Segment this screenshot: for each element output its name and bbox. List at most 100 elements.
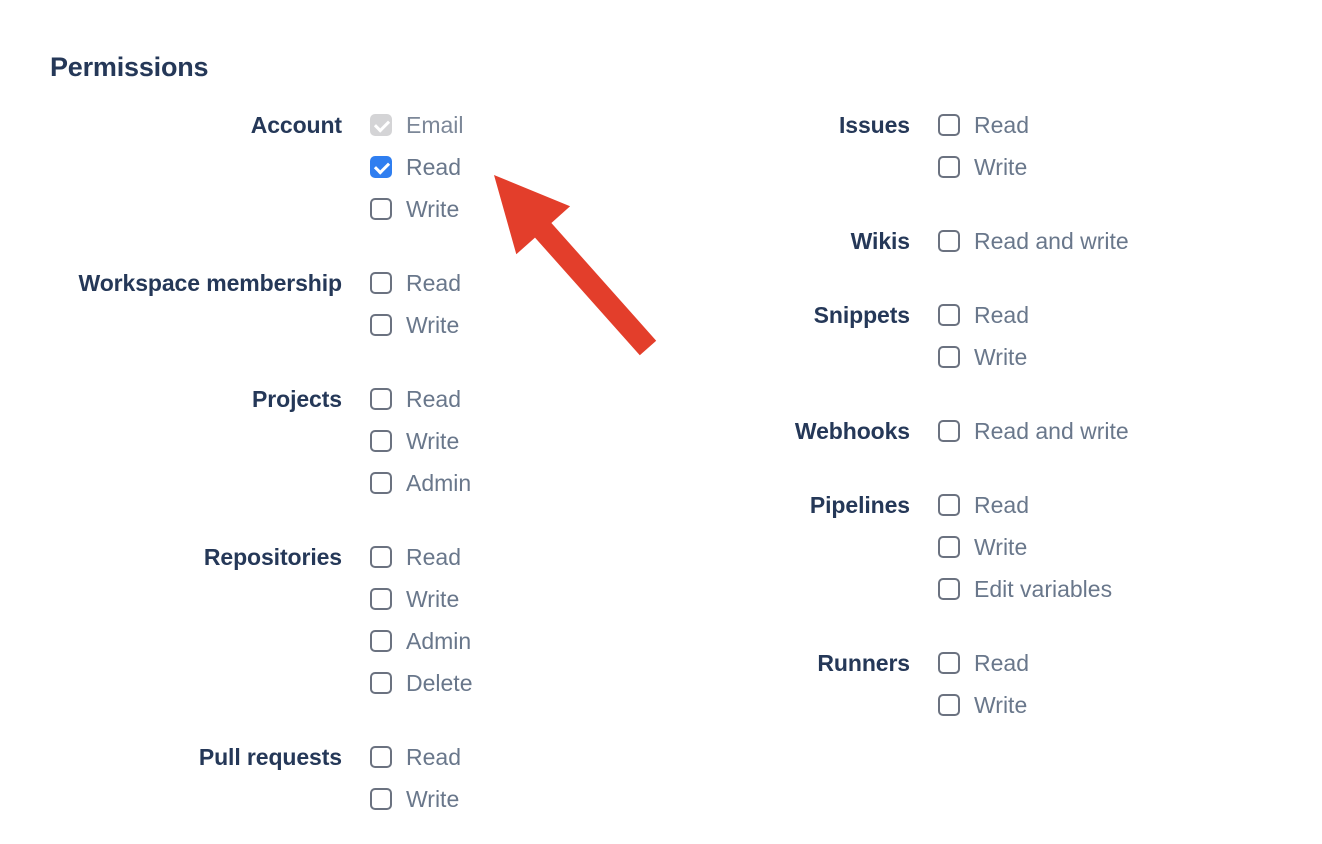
permission-group-label: Snippets [813, 302, 910, 328]
checkbox-runners-read[interactable] [938, 652, 960, 674]
checkbox-webhooks-read-and-write[interactable] [938, 420, 960, 442]
permission-option-label[interactable]: Write [406, 196, 460, 222]
permission-option-label[interactable]: Edit variables [974, 576, 1113, 602]
permission-option-row: Write [370, 188, 660, 230]
checkbox-account-read[interactable] [370, 156, 392, 178]
permission-option-label[interactable]: Read [406, 544, 461, 570]
permission-option-label[interactable]: Read [406, 744, 461, 770]
permission-option-row: Read [938, 294, 1320, 336]
permission-option-label[interactable]: Write [974, 154, 1028, 180]
checkbox-projects-admin[interactable] [370, 472, 392, 494]
checkbox-account-write[interactable] [370, 198, 392, 220]
permission-option-label[interactable]: Read [974, 650, 1029, 676]
permission-option-label[interactable]: Admin [406, 470, 472, 496]
permission-option-label[interactable]: Read [406, 270, 461, 296]
permission-option-label[interactable]: Write [974, 692, 1028, 718]
permission-option-label[interactable]: Read and write [974, 418, 1129, 444]
permission-option-label[interactable]: Read [406, 154, 461, 180]
permission-option-label[interactable]: Write [406, 312, 460, 338]
permission-group-label: Pipelines [809, 492, 910, 518]
checkbox-pull-requests-read[interactable] [370, 746, 392, 768]
permission-option-label[interactable]: Read [974, 302, 1029, 328]
checkbox-repositories-write[interactable] [370, 588, 392, 610]
permission-option-label[interactable]: Read [974, 112, 1029, 138]
checkbox-pipelines-read[interactable] [938, 494, 960, 516]
permission-option-row: Admin [370, 620, 660, 662]
checkbox-workspace-membership-read[interactable] [370, 272, 392, 294]
checkbox-repositories-delete[interactable] [370, 672, 392, 694]
checkbox-repositories-admin[interactable] [370, 630, 392, 652]
checkbox-wikis-read-and-write[interactable] [938, 230, 960, 252]
permission-options: Read and write [938, 410, 1320, 452]
checkbox-issues-write[interactable] [938, 156, 960, 178]
checkbox-account-email [370, 114, 392, 136]
permission-option-label[interactable]: Read [406, 386, 461, 412]
permission-option-label[interactable]: Admin [406, 628, 472, 654]
checkbox-snippets-write[interactable] [938, 346, 960, 368]
permission-option-row: Read [370, 146, 660, 188]
permission-group-label: Account [250, 112, 342, 138]
permission-option-row: Read and write [938, 410, 1320, 452]
checkbox-workspace-membership-write[interactable] [370, 314, 392, 336]
permission-option-label[interactable]: Read and write [974, 228, 1129, 254]
permission-option-label[interactable]: Read [974, 492, 1029, 518]
permission-option-row: Write [370, 304, 660, 346]
checkbox-runners-write[interactable] [938, 694, 960, 716]
permission-options: Read and write [938, 220, 1320, 262]
permission-group-label: Runners [817, 650, 910, 676]
permission-group-label: Issues [838, 112, 910, 138]
permission-option-row: Read [370, 736, 660, 778]
permission-group-label: Repositories [203, 544, 342, 570]
checkbox-pipelines-write[interactable] [938, 536, 960, 558]
permission-group-label: Projects [252, 386, 342, 412]
checkbox-projects-write[interactable] [370, 430, 392, 452]
checkbox-repositories-read[interactable] [370, 546, 392, 568]
permission-group-label: Pull requests [198, 744, 342, 770]
checkbox-projects-read[interactable] [370, 388, 392, 410]
permission-option-row: Admin [370, 462, 660, 504]
permission-option-row: Write [938, 684, 1320, 726]
permission-option-label[interactable]: Delete [406, 670, 473, 696]
permission-option-row: Read [938, 642, 1320, 684]
permission-option-label[interactable]: Write [406, 428, 460, 454]
permission-option-label[interactable]: Write [974, 534, 1028, 560]
permission-group-label: Webhooks [794, 418, 910, 444]
permission-group-label: Wikis [850, 228, 910, 254]
permission-option-row: Read [370, 536, 660, 578]
permission-option-label[interactable]: Write [406, 586, 460, 612]
permission-option-row: Email [370, 104, 660, 146]
permission-option-row: Write [938, 526, 1320, 568]
checkbox-pipelines-edit-variables[interactable] [938, 578, 960, 600]
permission-option-label: Email [406, 112, 464, 138]
checkbox-snippets-read[interactable] [938, 304, 960, 326]
permission-option-row: Read [370, 262, 660, 304]
checkbox-pull-requests-write[interactable] [370, 788, 392, 810]
checkmark-icon [373, 157, 391, 175]
permission-option-row: Read [938, 484, 1320, 526]
permission-option-row: Delete [370, 662, 660, 704]
checkbox-issues-read[interactable] [938, 114, 960, 136]
permission-option-row: Write [370, 578, 660, 620]
permission-option-label[interactable]: Write [406, 786, 460, 812]
permission-option-label[interactable]: Write [974, 344, 1028, 370]
